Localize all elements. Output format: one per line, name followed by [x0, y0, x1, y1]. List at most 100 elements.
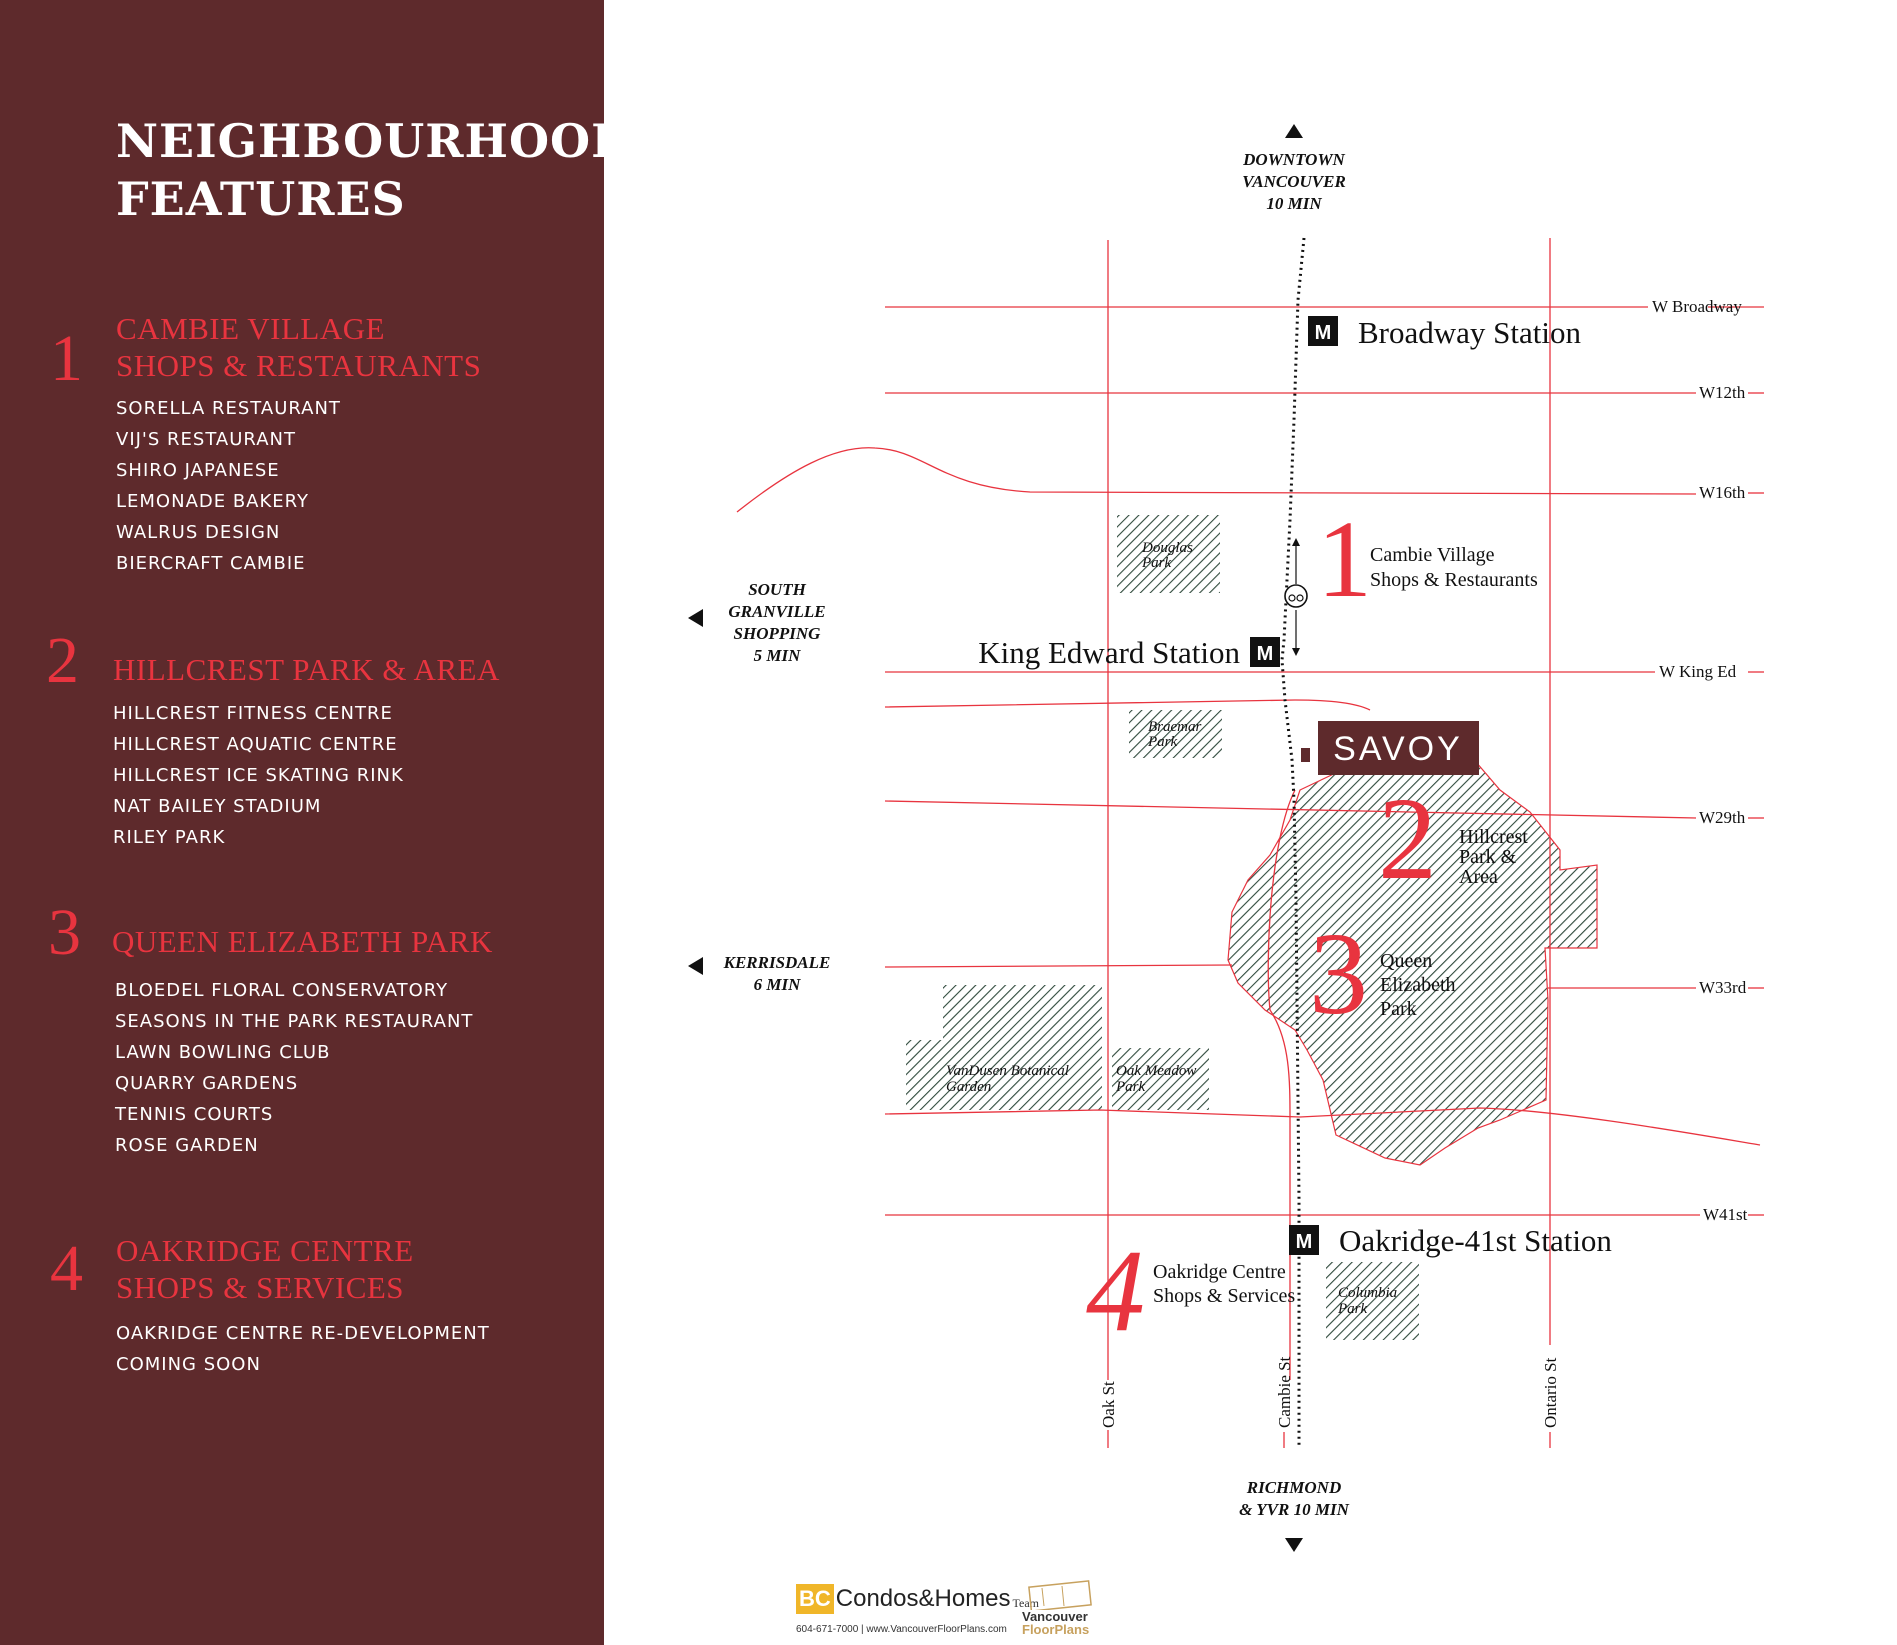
south-destination-line1: RICHMOND: [1246, 1478, 1341, 1497]
metro-badge-icon: M: [1296, 1231, 1313, 1253]
list-item: SEASONS IN THE PARK RESTAURANT: [115, 1011, 474, 1032]
feature-1-number: 1: [1317, 498, 1372, 620]
section-4-title-line1: OAKRIDGE CENTRE: [116, 1233, 414, 1268]
skytrain-canada-line: [1280, 237, 1306, 1448]
list-item: SORELLA RESTAURANT: [116, 398, 341, 419]
street-label-kinged: W King Ed: [1659, 662, 1737, 681]
west-granville-line3: SHOPPING: [734, 624, 822, 643]
west-arrow-icon-2: [688, 957, 703, 975]
section-4-title: OAKRIDGE CENTRE SHOPS & SERVICES: [116, 1232, 414, 1306]
section-4-list: OAKRIDGE CENTRE RE-DEVELOPMENT COMING SO…: [116, 1318, 490, 1380]
list-item: HILLCREST FITNESS CENTRE: [113, 703, 393, 724]
station-label-oakridge: Oakridge-41st Station: [1339, 1223, 1612, 1258]
north-arrow-icon: [1285, 124, 1303, 138]
north-destination-line1: DOWNTOWN: [1242, 150, 1345, 169]
west-kerrisdale-line1: KERRISDALE: [723, 953, 831, 972]
list-item: HILLCREST ICE SKATING RINK: [113, 765, 404, 786]
list-item: BLOEDEL FLORAL CONSERVATORY: [115, 980, 449, 1001]
douglas-park: [1117, 515, 1220, 593]
feature-4-line2: Shops & Services: [1153, 1285, 1295, 1307]
bike-icon: [1284, 584, 1308, 608]
street-pine: [884, 699, 1371, 711]
list-item: HILLCREST AQUATIC CENTRE: [113, 734, 398, 755]
feature-4: 4 Oakridge Centre Shops & Services: [1086, 1225, 1295, 1356]
map-canvas: DOWNTOWN VANCOUVER 10 MIN RICHMOND & YVR…: [688, 124, 1764, 1552]
street-label-w16: W16th: [1699, 483, 1746, 502]
feature-2-number: 2: [1378, 773, 1437, 904]
street-label-broadway: W Broadway: [1652, 297, 1742, 316]
feature-3-line1: Queen: [1380, 950, 1432, 972]
street-label-cambie: Cambie St: [1275, 1356, 1294, 1428]
park-label-oakmeadow-line2: Park: [1115, 1079, 1146, 1095]
metro-badge-icon: M: [1257, 643, 1274, 665]
section-2-title-line1: HILLCREST PARK & AREA: [113, 652, 500, 687]
list-item: BIERCRAFT CAMBIE: [116, 553, 306, 574]
columbia-park: [1326, 1262, 1419, 1340]
section-4-title-line2: SHOPS & SERVICES: [116, 1270, 405, 1305]
section-3-number: 3: [48, 896, 81, 969]
street-w29: [884, 800, 1697, 819]
feature-2-line3: Area: [1459, 866, 1498, 888]
list-item: ROSE GARDEN: [115, 1135, 259, 1156]
station-kinged: M King Edward Station: [978, 635, 1280, 670]
section-1-number: 1: [50, 322, 83, 395]
street-label-w29: W29th: [1699, 808, 1746, 827]
features-panel: NEIGHBOURHOOD FEATURES 1 CAMBIE VILLAGE …: [0, 0, 631, 1645]
park-label-braemar-line2: Park: [1147, 734, 1178, 750]
section-3-title-line1: QUEEN ELIZABETH PARK: [112, 924, 493, 959]
station-broadway: M Broadway Station: [1308, 315, 1581, 350]
south-destination-line2: & YVR 10 MIN: [1239, 1500, 1349, 1519]
street-label-ontario: Ontario St: [1541, 1357, 1560, 1428]
section-3-list: BLOEDEL FLORAL CONSERVATORY SEASONS IN T…: [115, 975, 473, 1161]
park-label-oakmeadow-line1: Oak Meadow: [1116, 1063, 1196, 1079]
panel-title-line2: FEATURES: [116, 172, 406, 226]
vfp-line1: Vancouver: [1022, 1609, 1088, 1624]
bc-condos-logo: BC Condos&Homes Team 604-671-7000 | www.…: [796, 1584, 1040, 1635]
section-2-number: 2: [46, 624, 79, 697]
list-item: LAWN BOWLING CLUB: [115, 1042, 331, 1063]
metro-badge-icon: M: [1315, 322, 1332, 344]
street-w33-west: [884, 964, 1233, 968]
west-granville-line1: SOUTH: [748, 580, 806, 599]
vfp-line2: FloorPlans: [1022, 1622, 1090, 1637]
feature-1-line2: Shops & Restaurants: [1370, 569, 1538, 591]
west-kerrisdale-line2: 6 MIN: [754, 975, 801, 994]
parks: [906, 515, 1598, 1340]
list-item: SHIRO JAPANESE: [116, 460, 280, 481]
list-item: WALRUS DESIGN: [116, 522, 281, 543]
south-arrow-icon: [1285, 1538, 1303, 1552]
feature-3-line3: Park: [1380, 998, 1417, 1020]
feature-3-line2: Elizabeth: [1380, 974, 1456, 996]
street-w16: [736, 447, 1697, 513]
oak-meadow-park: [1112, 1048, 1209, 1110]
section-2-list: HILLCREST FITNESS CENTRE HILLCREST AQUAT…: [113, 698, 404, 853]
list-item: COMING SOON: [116, 1354, 261, 1375]
station-oakridge: M Oakridge-41st Station: [1289, 1223, 1612, 1258]
section-2-title: HILLCREST PARK & AREA: [113, 651, 500, 688]
savoy-marker: SAVOY: [1301, 721, 1479, 775]
panel-title: NEIGHBOURHOOD FEATURES: [116, 112, 632, 228]
streets: [736, 238, 1764, 1448]
north-destination-line3: 10 MIN: [1266, 194, 1322, 213]
street-cambie-west: [1267, 789, 1296, 1380]
park-label-vandusen-line1: VanDusen Botanical: [946, 1063, 1069, 1079]
feature-1-line1: Cambie Village: [1370, 544, 1495, 566]
section-1-title-line1: CAMBIE VILLAGE: [116, 311, 386, 346]
park-label-braemar-line1: Braemar: [1148, 719, 1201, 735]
station-label-broadway: Broadway Station: [1358, 315, 1581, 350]
station-label-kinged: King Edward Station: [978, 635, 1240, 670]
list-item: VIJ'S RESTAURANT: [116, 429, 296, 450]
section-1-title: CAMBIE VILLAGE SHOPS & RESTAURANTS: [116, 310, 481, 384]
bc-logo-team: Team: [1012, 1596, 1040, 1610]
section-1-title-line2: SHOPS & RESTAURANTS: [116, 348, 482, 383]
savoy-label: SAVOY: [1333, 730, 1463, 768]
street-label-w12: W12th: [1699, 383, 1746, 402]
park-label-douglas-line1: Douglas: [1141, 540, 1193, 556]
list-item: TENNIS COURTS: [115, 1104, 274, 1125]
bike-route: [1284, 538, 1308, 656]
feature-3-number: 3: [1309, 908, 1368, 1039]
braemar-park: [1129, 710, 1222, 758]
section-3-title: QUEEN ELIZABETH PARK: [112, 923, 493, 960]
street-label-w33: W33rd: [1699, 978, 1747, 997]
list-item: RILEY PARK: [113, 827, 226, 848]
